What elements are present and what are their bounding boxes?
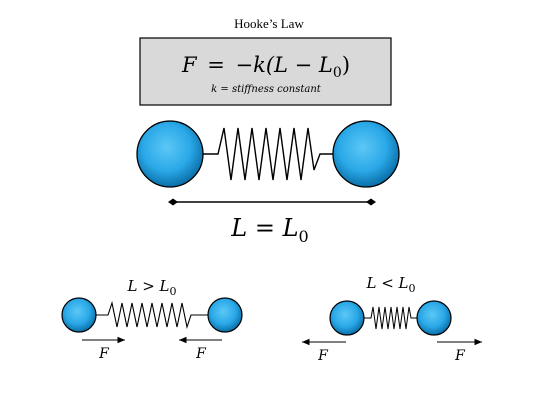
force-label-left-a: F <box>98 346 110 362</box>
formula-close: ) <box>342 53 350 77</box>
spring-main <box>203 127 333 181</box>
formula-eq: = <box>207 53 225 77</box>
formula-text: F = −k(L − L0) <box>181 53 350 81</box>
force-label-right-a: F <box>317 348 329 364</box>
spring-compressed <box>364 306 417 330</box>
formula-box <box>139 37 392 106</box>
mass-left-main <box>136 120 204 188</box>
spring-stretched <box>96 300 208 330</box>
force-label-left-b: F <box>195 346 207 362</box>
center-length-label: L = L0 <box>230 214 308 246</box>
stretched-label: L > L0 <box>126 277 176 298</box>
stretched-label-main: L > L <box>126 277 169 295</box>
center-length-sub: 0 <box>299 227 309 246</box>
formula-sub: 0 <box>333 65 342 81</box>
formula-rhs: −k(L − L <box>236 53 333 77</box>
center-length-main: L = L <box>230 214 298 242</box>
mass-right-compressed-a <box>329 300 365 336</box>
length-bar-left-tip <box>168 198 178 206</box>
mass-right-compressed-b <box>416 300 452 336</box>
stiffness-note: k = stiffness constant <box>211 84 322 95</box>
mass-left-stretched-b <box>207 297 243 333</box>
formula-lhs: F <box>181 53 198 77</box>
length-bar-right-tip <box>366 198 376 206</box>
compressed-label: L < L0 <box>365 274 415 295</box>
compressed-label-main: L < L <box>365 274 408 292</box>
mass-left-stretched-a <box>61 297 97 333</box>
mass-right-main <box>332 120 400 188</box>
force-label-right-b: F <box>454 348 466 364</box>
compressed-label-sub: 0 <box>409 282 416 295</box>
stretched-label-sub: 0 <box>170 285 177 298</box>
diagram-title: Hooke’s Law <box>234 16 304 31</box>
